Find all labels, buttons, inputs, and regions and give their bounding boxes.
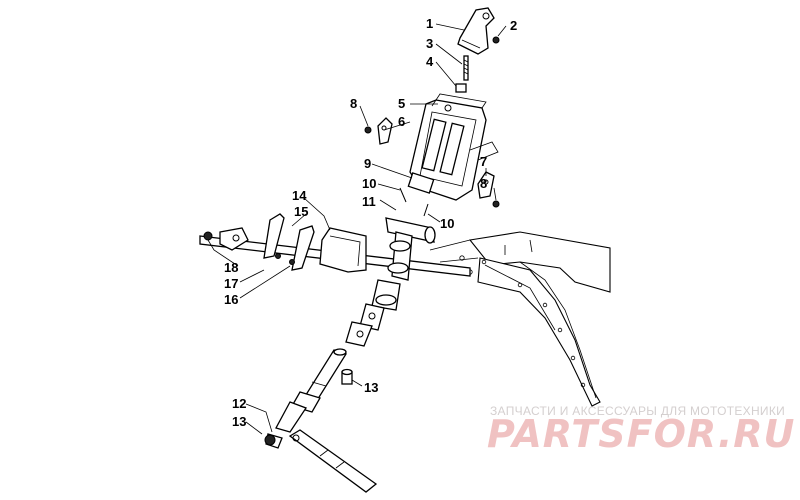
callout-15: 15	[294, 204, 308, 219]
rack-shaft	[288, 429, 378, 493]
bolt-3	[463, 55, 469, 81]
callouts: 1 2 3 4 5 6 7 8 8 9 10 10 11 12 13 13 14…	[224, 16, 517, 429]
callout-18: 18	[224, 260, 238, 275]
screw-8-right	[492, 200, 500, 208]
watermark-logo: PARTSFOR.RU	[487, 412, 796, 456]
spacer-4	[455, 83, 467, 93]
lower-shaft	[275, 348, 347, 433]
nut-13-lower	[264, 434, 276, 446]
bracket-6	[377, 117, 393, 145]
nut-17	[289, 259, 295, 265]
callout-9: 9	[364, 156, 371, 171]
pivot-block-9	[407, 172, 435, 194]
bracket-18	[219, 227, 249, 251]
callout-16: 16	[224, 292, 238, 307]
callout-3: 3	[426, 36, 433, 51]
callout-10-right: 10	[440, 216, 454, 231]
callout-4: 4	[426, 54, 434, 69]
callout-8-left: 8	[350, 96, 357, 111]
top-bracket	[457, 7, 495, 55]
callout-13-lower: 13	[232, 414, 246, 429]
callout-8-right: 8	[480, 176, 487, 191]
screw-2	[492, 36, 500, 44]
screw-8-left	[364, 126, 372, 134]
column-cover-14	[319, 227, 367, 273]
bushing-13-upper	[341, 368, 353, 385]
bolt-16	[275, 253, 281, 259]
u-joint-upper	[359, 279, 401, 331]
callout-11: 11	[362, 194, 376, 209]
callout-6: 6	[398, 114, 405, 129]
pin-10-left	[399, 187, 407, 203]
callout-5: 5	[398, 96, 405, 111]
callout-10-left: 10	[362, 176, 376, 191]
callout-17: 17	[224, 276, 238, 291]
chassis-frame	[429, 231, 611, 407]
callout-1: 1	[426, 16, 433, 31]
callout-12: 12	[232, 396, 246, 411]
callout-7: 7	[480, 154, 487, 169]
bolt-18-head	[203, 231, 213, 241]
pin-10-right	[423, 203, 429, 217]
u-joint-lower	[345, 321, 373, 347]
leader-lines	[207, 23, 507, 435]
bracket-7	[477, 171, 495, 199]
callout-2: 2	[510, 18, 517, 33]
bracket-15	[263, 213, 315, 271]
column-t-fitting	[385, 217, 436, 281]
watermark-caption: ЗАПЧАСТИ И АКСЕССУАРЫ ДЛЯ МОТОТЕХНИКИ	[490, 404, 786, 418]
tilt-housing	[409, 93, 499, 201]
callout-14: 14	[292, 188, 307, 203]
callout-13-upper: 13	[364, 380, 378, 395]
